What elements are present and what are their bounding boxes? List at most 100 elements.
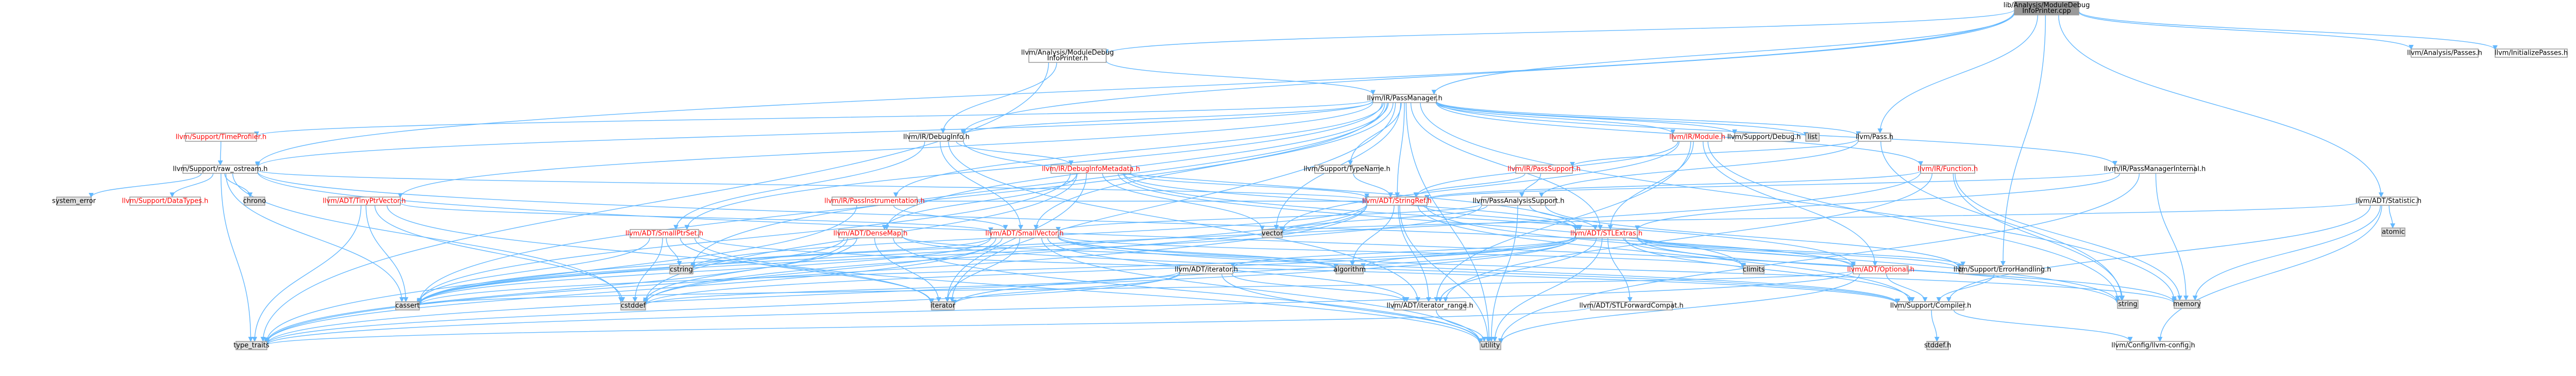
node-pass_instr-label: llvm/IR/PassInstrumentation.h — [824, 198, 925, 205]
node-debuginfo[interactable]: llvm/IR/DebugInfo.h — [903, 133, 970, 142]
node-smallptrset-box — [630, 229, 699, 238]
node-pass_instr[interactable]: llvm/IR/PassInstrumentation.h — [824, 197, 925, 206]
edge-root-to-statistic — [2058, 14, 2384, 198]
node-stringref[interactable]: llvm/ADT/StringRef.h — [1362, 197, 1432, 206]
node-stringref-box — [1366, 197, 1428, 206]
node-analysis_passes-label: llvm/Analysis/Passes.h — [2407, 50, 2482, 57]
edge-pm_internal-to-stlextras — [1635, 173, 2121, 231]
node-smallptrset[interactable]: llvm/ADT/SmallPtrSet.h — [625, 229, 703, 238]
edge-pass_h-to-string — [1880, 141, 2124, 301]
edge-debuginfometa-to-climits — [1117, 173, 1746, 269]
node-tinyptrvec[interactable]: llvm/ADT/TinyPtrVector.h — [323, 197, 406, 206]
node-iter_range[interactable]: llvm/ADT/iterator_range.h — [1386, 301, 1473, 310]
node-debuginfometa[interactable]: llvm/IR/DebugInfoMetadata.h — [1042, 165, 1140, 174]
node-stringref-label: llvm/ADT/StringRef.h — [1362, 198, 1431, 205]
edge-smallptrset-to-compiler — [698, 235, 1900, 305]
edge-adt_iterator-to-type_traits — [264, 271, 1180, 345]
node-densemap[interactable]: llvm/ADT/DenseMap.h — [833, 229, 908, 238]
edge-root-to-mdip_h — [1104, 9, 2015, 55]
edge-statistic-to-memory — [2192, 205, 2381, 301]
edge-debuginfo-to-smallptrset — [673, 141, 925, 230]
node-algorithm-label: algorithm — [1333, 266, 1366, 274]
edge-pass_analysis_support-to-stlextras — [1529, 205, 1598, 230]
node-stlextras-box — [1575, 229, 1638, 238]
node-pass_support[interactable]: llvm/IR/PassSupport.h — [1507, 165, 1581, 174]
node-stlforward[interactable]: llvm/ADT/STLForwardCompat.h — [1579, 301, 1684, 310]
node-timeprofiler[interactable]: llvm/Support/TimeProfiler.h — [176, 133, 267, 142]
node-stlforward-box — [1590, 301, 1673, 310]
node-raw_ostream-label: llvm/Support/raw_ostream.h — [173, 166, 267, 173]
node-mdip_h-box — [1028, 48, 1107, 63]
edge-stlforward-to-type_traits — [264, 306, 1591, 346]
node-pm_internal[interactable]: llvm/IR/PassManagerInternal.h — [2104, 165, 2206, 174]
edge-compiler-to-llvm_config — [1953, 309, 2133, 342]
node-llvm_config[interactable]: llvm/Config/llvm-config.h — [2111, 341, 2195, 350]
node-support_debug[interactable]: llvm/Support/Debug.h — [1727, 133, 1801, 142]
edge-debuginfometa-to-cassert — [417, 173, 1071, 304]
node-datatypes[interactable]: llvm/Support/DataTypes.h — [122, 197, 209, 206]
node-cstddef-box — [620, 301, 646, 310]
edge-optional-to-cassert — [417, 270, 1854, 306]
node-cstring: cstring — [669, 265, 693, 274]
edge-ir_module-to-string — [1707, 141, 2120, 301]
edge-stringref-to-stlextras — [1423, 205, 1583, 230]
node-climits-box — [1743, 265, 1765, 274]
edge-root-to-debuginfo — [961, 12, 2015, 135]
node-pass_support-label: llvm/IR/PassSupport.h — [1507, 166, 1581, 173]
node-pass_manager[interactable]: llvm/IR/PassManager.h — [1367, 94, 1443, 103]
edge-smallptrset-to-cstring — [666, 237, 682, 266]
node-pass_analysis_support[interactable]: llvm/PassAnalysisSupport.h — [1472, 197, 1565, 206]
node-smallvector-box — [990, 229, 1059, 238]
node-init_passes[interactable]: llvm/InitializePasses.h — [2495, 48, 2568, 58]
edge-pass_manager-to-raw_ostream — [255, 100, 1374, 168]
node-typename-label: llvm/Support/TypeName.h — [1303, 166, 1390, 173]
node-smallvector[interactable]: llvm/ADT/SmallVector.h — [986, 229, 1064, 238]
node-memory-box — [2174, 300, 2200, 309]
node-raw_ostream[interactable]: llvm/Support/raw_ostream.h — [173, 165, 268, 174]
edge-pm_internal-to-stringref — [1425, 170, 2115, 201]
edge-debuginfometa-to-stlextras — [1123, 173, 1578, 231]
node-errorhandling[interactable]: llvm/Support/ErrorHandling.h — [1954, 265, 2052, 274]
node-algorithm-box — [1335, 265, 1364, 274]
node-utility: utility — [1480, 341, 1501, 350]
edge-ir_module-to-vector — [1280, 141, 1680, 232]
edge-stringref-to-iter_range — [1398, 205, 1431, 302]
node-init_passes-box — [2495, 48, 2568, 58]
edge-pass_manager-to-support_debug — [1436, 102, 1737, 135]
node-ir_module[interactable]: llvm/IR/Module.h — [1669, 133, 1725, 142]
node-tinyptrvec-label: llvm/ADT/TinyPtrVector.h — [323, 198, 405, 205]
node-analysis_passes[interactable]: llvm/Analysis/Passes.h — [2407, 48, 2482, 58]
node-adt_iterator[interactable]: llvm/ADT/iterator.h — [1175, 265, 1238, 274]
node-debuginfometa-box — [1050, 165, 1131, 174]
node-system_error-label: system_error — [52, 198, 96, 205]
node-debuginfo-box — [909, 133, 964, 142]
node-pass_h[interactable]: llvm/Pass.h — [1856, 133, 1893, 142]
node-stlextras[interactable]: llvm/ADT/STLExtras.h — [1570, 229, 1642, 238]
edge-stringref-to-type_traits — [264, 205, 1367, 345]
edge-smallvector-to-compiler — [1058, 236, 1900, 304]
node-string-label: string — [2118, 301, 2137, 308]
node-vector-box — [1262, 229, 1283, 238]
node-pm_internal-box — [2114, 165, 2195, 174]
edge-tinyptrvec-to-type_traits — [252, 205, 362, 342]
edge-stlextras-to-iterator — [952, 237, 1576, 305]
node-compiler[interactable]: llvm/Support/Compiler.h — [1890, 301, 1971, 310]
edge-pass_support-to-pass_analysis_support — [1519, 173, 1541, 198]
node-optional[interactable]: llvm/ADT/Optional.h — [1847, 265, 1914, 274]
node-typename[interactable]: llvm/Support/TypeName.h — [1303, 165, 1391, 174]
node-statistic[interactable]: llvm/ADT/Statistic.h — [2355, 197, 2421, 206]
node-chrono: chrono — [243, 197, 266, 206]
edge-pass_manager-to-pass_instr — [893, 102, 1384, 198]
node-atomic: atomic — [2381, 227, 2405, 237]
node-ir_module-label: llvm/IR/Module.h — [1669, 134, 1725, 141]
edge-debuginfometa-to-vector — [1102, 173, 1265, 231]
node-ir_function[interactable]: llvm/IR/Function.h — [1918, 165, 1978, 174]
edge-root-to-raw_ostream — [255, 11, 2015, 167]
node-adt_iterator-label: llvm/ADT/iterator.h — [1175, 266, 1238, 274]
edge-layer — [89, 9, 2498, 346]
edge-raw_ostream-to-stringref — [257, 170, 1369, 201]
edge-stlextras-to-adt_iterator — [1230, 236, 1576, 268]
node-analysis_passes-box — [2411, 48, 2479, 58]
